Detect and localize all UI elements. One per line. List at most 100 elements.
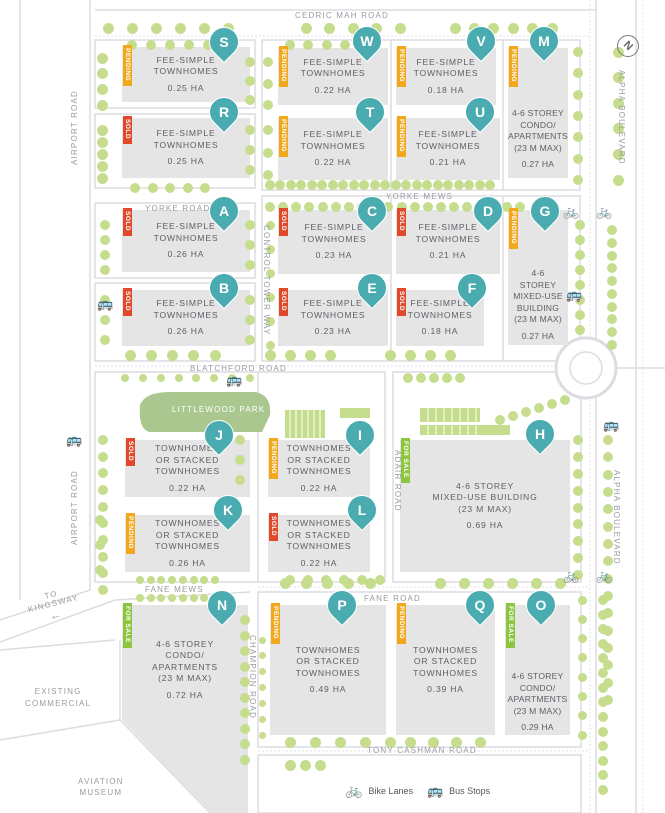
pin-letter: K — [222, 502, 234, 518]
parcel-description: TOWNHOMES — [415, 233, 481, 244]
tree-icon — [607, 237, 617, 248]
parcel-description: TOWNHOMES — [286, 518, 352, 528]
status-ribbon-forsale: FOR SALE — [401, 438, 410, 483]
map-pin-j[interactable]: J — [197, 413, 241, 457]
parcel-description: (23 M MAX) — [514, 314, 562, 324]
tree-icon — [284, 349, 296, 361]
map-pin-e[interactable]: E — [350, 266, 394, 310]
map-pin-k[interactable]: K — [206, 488, 250, 532]
tree-icon — [264, 349, 276, 361]
tree-icon — [575, 250, 585, 260]
parcel-description: OR STACKED — [296, 656, 360, 666]
tree-icon — [403, 373, 413, 383]
tree-icon — [303, 575, 313, 585]
tree-icon — [603, 643, 613, 653]
tree-icon — [348, 180, 359, 190]
tree-icon — [209, 349, 221, 361]
pin-letter: F — [467, 280, 477, 296]
tree-icon — [575, 325, 585, 335]
tree-icon — [383, 202, 394, 212]
tree-icon — [211, 576, 219, 584]
map-pin-q[interactable]: Q — [458, 583, 502, 627]
tree-icon — [192, 374, 201, 382]
status-ribbon-forsale: FOR SALE — [506, 603, 515, 648]
tree-icon — [603, 695, 613, 705]
map-pin-g[interactable]: G — [523, 189, 567, 233]
map-pin-m[interactable]: M — [522, 19, 566, 63]
map-pin-b[interactable]: B — [202, 266, 246, 310]
tree-icon — [275, 180, 286, 190]
map-pin-a[interactable]: A — [202, 189, 246, 233]
pin-letter: U — [474, 104, 486, 120]
pin-letter: I — [358, 427, 362, 443]
parcel-area: 0.25 HA — [167, 82, 205, 93]
status-ribbon-sold: SOLD — [123, 116, 132, 145]
road-label-control-tower-way: CONTROL TOWER WAY — [262, 225, 271, 336]
tree-icon — [100, 220, 110, 230]
tree-icon — [343, 577, 355, 589]
map-pin-o[interactable]: O — [519, 583, 563, 627]
map-pin-u[interactable]: U — [458, 90, 502, 134]
tree-icon — [102, 22, 114, 34]
parcel-description: FEE-SIMPLE — [156, 128, 216, 139]
tree-icon — [573, 175, 583, 185]
tree-icon — [432, 180, 443, 190]
parcel-description: APARTMENTS — [507, 694, 568, 704]
tree-icon — [603, 573, 613, 584]
tree-icon — [258, 636, 266, 644]
map-pin-p[interactable]: P — [320, 583, 364, 627]
map-pin-v[interactable]: V — [459, 19, 503, 63]
legend-bike-lanes: Bike Lanes — [368, 785, 413, 796]
pin-letter: W — [360, 33, 374, 49]
tree-icon — [598, 697, 608, 708]
map-pin-w[interactable]: W — [345, 19, 389, 63]
tree-icon — [240, 739, 250, 750]
map-pin-h[interactable]: H — [518, 412, 562, 456]
map-pin-f[interactable]: F — [450, 266, 494, 310]
road-label-yorke-mews: YORKE MEWS — [386, 192, 454, 201]
tree-icon — [357, 575, 367, 585]
parcel-area: 0.49 HA — [309, 684, 347, 694]
tree-icon — [458, 577, 470, 589]
tree-icon — [380, 180, 391, 190]
tree-icon — [263, 125, 273, 135]
map-pin-l[interactable]: L — [340, 488, 384, 532]
tree-icon — [577, 595, 587, 605]
map-pin-d[interactable]: D — [466, 189, 510, 233]
status-ribbon-pending: PENDING — [509, 208, 518, 250]
tree-icon — [245, 315, 255, 325]
tree-icon — [299, 759, 311, 771]
tree-icon — [375, 575, 385, 585]
map-pin-t[interactable]: T — [348, 90, 392, 134]
tree-icon — [577, 614, 587, 624]
tree-icon — [612, 174, 624, 186]
map-pin-i[interactable]: I — [338, 413, 382, 457]
tree-icon — [404, 736, 416, 748]
tree-icon — [96, 160, 108, 172]
map-pin-s[interactable]: S — [202, 20, 246, 64]
map-pin-r[interactable]: R — [202, 90, 246, 134]
tree-icon — [455, 373, 465, 383]
tree-icon — [265, 268, 275, 278]
parcel-area: 0.21 HA — [429, 157, 467, 168]
tree-icon — [96, 83, 108, 95]
tree-icon — [507, 22, 519, 34]
tree-icon — [98, 468, 108, 479]
map-pin-n[interactable]: N — [200, 583, 244, 627]
parcel-description: TOWNHOMES — [415, 140, 481, 151]
map-pin-c[interactable]: C — [350, 189, 394, 233]
